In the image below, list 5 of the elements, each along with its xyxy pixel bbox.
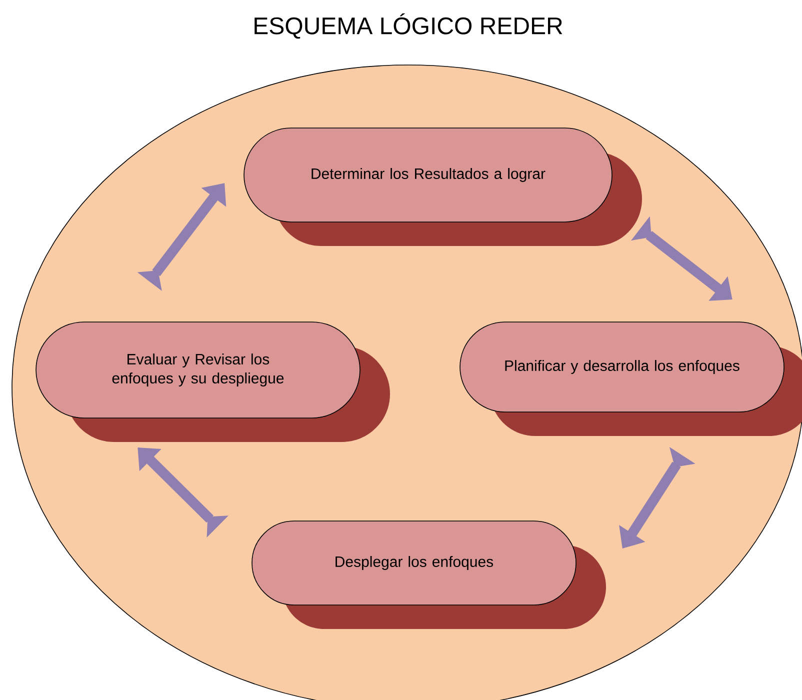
rounded-box: Desplegar los enfoques bbox=[252, 520, 576, 606]
rounded-box: Planificar y desarrolla los enfoques bbox=[460, 322, 784, 412]
title: ESQUEMA LÓGICO REDER bbox=[254, 13, 562, 39]
rounded-box: Evaluar y Revisar los enfoques y su despliegue bbox=[36, 322, 360, 418]
rounded-box: Determinar los Resultados a lograr bbox=[244, 128, 612, 222]
